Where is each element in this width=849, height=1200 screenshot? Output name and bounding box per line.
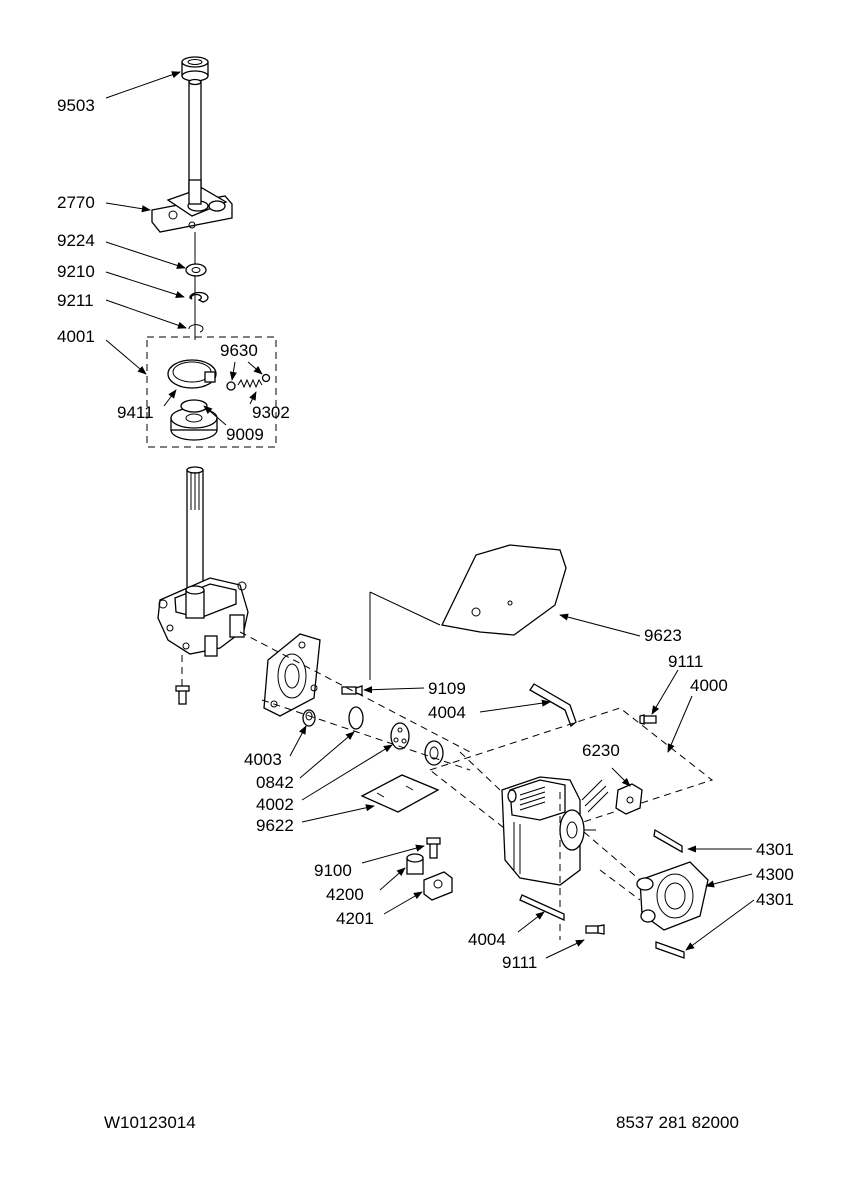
callout-4004-upper: 4004 <box>428 703 466 722</box>
ring-part-9211 <box>188 324 204 333</box>
knob-part-0842 <box>302 709 316 727</box>
mount-bracket-part-4004-lower <box>519 894 565 922</box>
pump-pad-part-9622 <box>360 774 440 813</box>
screw-part-9111-lower <box>585 924 605 935</box>
callout-4004-lower: 4004 <box>468 930 506 949</box>
seal-part-9503 <box>181 56 209 82</box>
motor <box>501 776 596 886</box>
footer-right-code: 8537 281 82000 <box>616 1113 739 1132</box>
callout-9009: 9009 <box>226 425 264 444</box>
retaining-ring-part-9210 <box>189 291 209 303</box>
clutch-ring-part-9411 <box>167 359 217 389</box>
callout-9210: 9210 <box>57 262 95 281</box>
drive-shaft-upper <box>188 78 202 193</box>
bushing-part-4200 <box>406 853 424 875</box>
callout-9224: 9224 <box>57 231 95 250</box>
callout-9111-lower: 9111 <box>502 953 537 972</box>
callout-9623: 9623 <box>644 626 682 645</box>
callout-9111-upper: 9111 <box>668 652 703 671</box>
clutch-hub-part-9009 <box>170 399 218 441</box>
gearcase-screw <box>175 655 190 705</box>
bolt-part-9100 <box>426 837 441 859</box>
callout-6230: 6230 <box>582 741 620 760</box>
motor-kit-box-4000 <box>428 707 714 843</box>
callout-9411: 9411 <box>117 403 154 422</box>
screw-part-9111-upper <box>639 714 657 725</box>
callout-4001: 4001 <box>57 327 95 346</box>
callout-2770: 2770 <box>57 193 95 212</box>
callout-9100: 9100 <box>314 861 352 880</box>
footer-left-code: W10123014 <box>104 1113 196 1132</box>
brake-part-2770 <box>151 179 233 233</box>
clip-part-4301-upper <box>653 828 683 854</box>
callout-9109: 9109 <box>428 679 466 698</box>
callout-9622: 9622 <box>256 816 294 835</box>
callout-4200: 4200 <box>326 885 364 904</box>
gearcase <box>157 577 249 657</box>
switch-part-6230 <box>615 783 643 815</box>
callout-4300: 4300 <box>756 865 794 884</box>
callout-4301-upper: 4301 <box>756 840 794 859</box>
washer-part-9224 <box>185 263 207 277</box>
spring-part-9302 <box>226 373 271 391</box>
callout-4002: 4002 <box>256 795 294 814</box>
callout-9302: 9302 <box>252 403 290 422</box>
bracket-part-4201 <box>423 871 453 901</box>
pump-plate-part-4003 <box>263 633 321 717</box>
callout-4201: 4201 <box>336 909 374 928</box>
callout-9503: 9503 <box>57 96 95 115</box>
splined-shaft <box>186 466 204 591</box>
callout-9630: 9630 <box>220 341 258 360</box>
callout-4003: 4003 <box>244 750 282 769</box>
pump-part-4300 <box>636 861 709 931</box>
pump-part-4002 <box>348 706 444 766</box>
motor-shield-part-9623 <box>441 544 567 636</box>
leader-lines <box>105 71 755 959</box>
clutch-kit-box-4001 <box>146 336 277 448</box>
callout-0842: 0842 <box>256 773 294 792</box>
clip-part-4301-lower <box>655 941 685 959</box>
callout-4000: 4000 <box>690 676 728 695</box>
callout-4301-lower: 4301 <box>756 890 794 909</box>
mount-bracket-part-4004-upper <box>529 683 577 728</box>
callout-9211: 9211 <box>57 291 94 310</box>
